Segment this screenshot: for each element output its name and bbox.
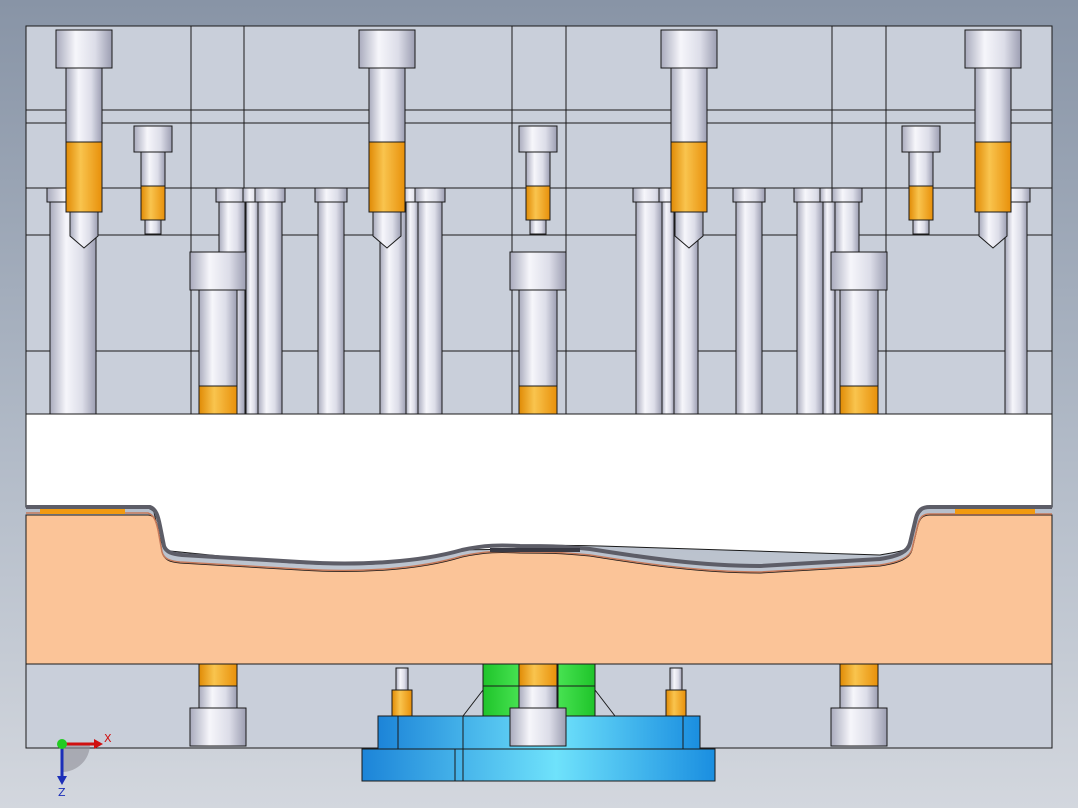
- small-screw-thread: [525, 185, 551, 221]
- screw-head: [358, 29, 416, 69]
- middle-cap-screws: [189, 251, 888, 415]
- screw-head: [55, 29, 113, 69]
- stripper-pin: [735, 199, 763, 415]
- small-screw-head: [133, 125, 173, 153]
- stripper-pin-head: [314, 187, 348, 203]
- screw-thread: [368, 141, 406, 213]
- screw-shank: [670, 67, 708, 143]
- screw-shank: [368, 67, 406, 143]
- center-spring: [518, 663, 558, 687]
- lower-screw-shank: [198, 685, 238, 709]
- screw-tip: [372, 211, 402, 249]
- mid-screw-head: [830, 251, 888, 291]
- small-pin: [669, 667, 683, 691]
- mid-screw-head: [189, 251, 247, 291]
- mid-screw-thread: [839, 385, 879, 415]
- mid-screw-shank: [518, 289, 558, 387]
- small-screw-shank: [525, 151, 551, 187]
- sheet-metal-part: [26, 505, 1052, 569]
- stripper-pin: [257, 199, 283, 415]
- screw-thread: [974, 141, 1012, 213]
- small-screw-thread: [140, 185, 166, 221]
- screw-tip: [978, 211, 1008, 249]
- small-screw-thread: [908, 185, 934, 221]
- mid-screw-shank: [839, 289, 879, 387]
- small-screw-head: [518, 125, 558, 153]
- stripper-pin: [661, 199, 675, 415]
- lower-spring: [839, 663, 879, 687]
- screw-thread: [65, 141, 103, 213]
- mid-screw-thread: [518, 385, 558, 415]
- center-screw-head: [509, 707, 567, 747]
- stripper-pin-head: [732, 187, 766, 203]
- screw-tip: [674, 211, 704, 249]
- stripper-pin: [635, 199, 663, 415]
- small-screw-tip: [529, 219, 547, 235]
- punch-holder-block: [25, 413, 1053, 566]
- center-lower-screw: [509, 663, 567, 747]
- center-screw-shank: [518, 685, 558, 709]
- mid-screw-shank: [198, 289, 238, 387]
- small-screw-shank: [140, 151, 166, 187]
- screw-shank: [974, 67, 1012, 143]
- lower-screw-head: [189, 707, 247, 747]
- screw-head: [660, 29, 718, 69]
- stripper-pin-head: [414, 187, 446, 203]
- die-block: [25, 505, 1053, 665]
- small-screw-tip: [912, 219, 930, 235]
- coordinate-triad-icon: X Z: [57, 732, 112, 799]
- small-screw-tip: [144, 219, 162, 235]
- stripper-pin: [1004, 199, 1028, 415]
- lower-springs: [189, 663, 888, 747]
- stripper-pin: [796, 199, 824, 415]
- screw-head: [964, 29, 1022, 69]
- mid-screw-thread: [198, 385, 238, 415]
- screw-shank: [65, 67, 103, 143]
- small-screw-shank: [908, 151, 934, 187]
- small-screw-head: [901, 125, 941, 153]
- lower-screw-head: [830, 707, 888, 747]
- small-pin: [395, 667, 409, 691]
- x-axis-label: X: [104, 732, 112, 745]
- stripper-pin: [405, 199, 419, 415]
- screw-tip: [69, 211, 99, 249]
- stripper-pin: [317, 199, 345, 415]
- small-cap-screws: [133, 125, 941, 235]
- lower-spring: [198, 663, 238, 687]
- stripper-pin-head: [831, 187, 863, 203]
- stripper-pin: [245, 199, 259, 415]
- upper-cap-screws: [55, 29, 1022, 249]
- screw-thread: [670, 141, 708, 213]
- small-pin-spring: [391, 689, 413, 717]
- stripper-pin: [417, 199, 443, 415]
- small-pin-spring: [665, 689, 687, 717]
- stripper-pin-head: [254, 187, 286, 203]
- lower-screw-shank: [839, 685, 879, 709]
- stripper-pin: [822, 199, 836, 415]
- z-axis-label: Z: [58, 786, 66, 799]
- mid-screw-head: [509, 251, 567, 291]
